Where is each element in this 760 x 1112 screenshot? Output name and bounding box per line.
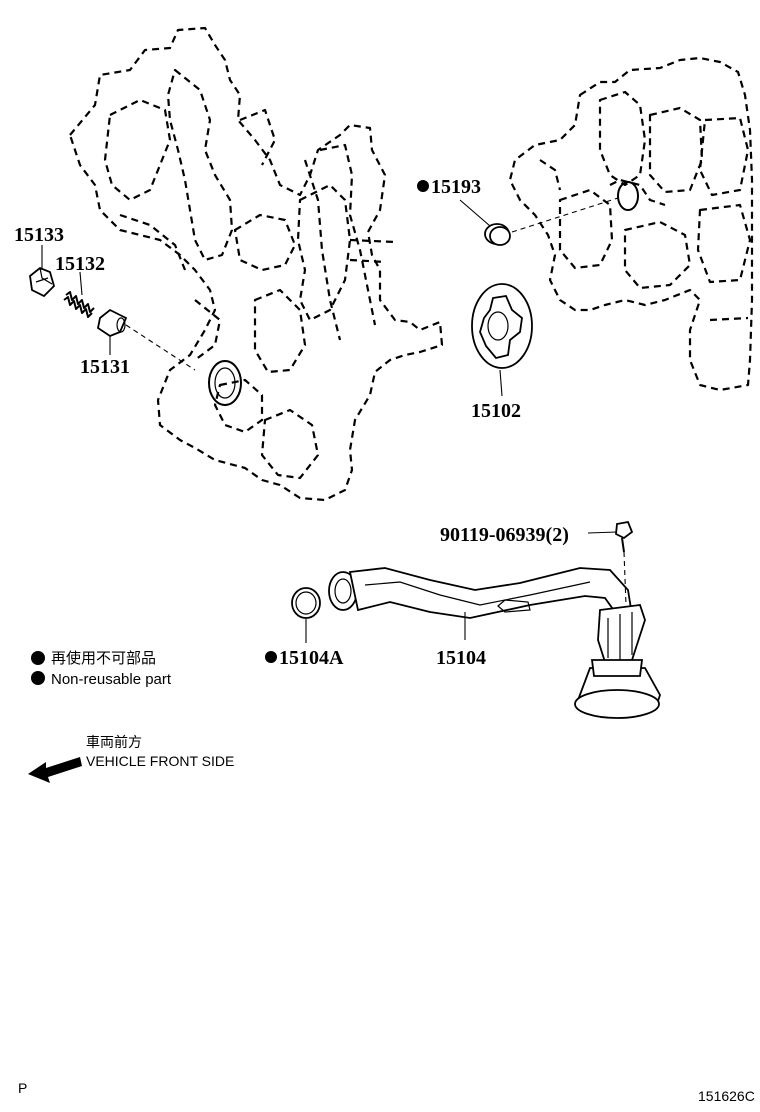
non-reusable-marker-icon [265, 651, 277, 663]
arrow-left-icon [28, 757, 82, 783]
label-90119-06939: 90119-06939(2) [440, 524, 569, 546]
part-15131-valve [96, 308, 128, 338]
label-15104: 15104 [436, 647, 486, 669]
leader-15131-assembly [125, 324, 196, 371]
label-15102: 15102 [471, 400, 521, 422]
part-15102-oil-pump-rotor [471, 283, 533, 369]
legend-jp: 再使用不可部品 [51, 650, 156, 667]
legend-en: Non-reusable part [51, 671, 172, 688]
engine-block-illustration [508, 56, 754, 392]
label-15193: 15193 [431, 176, 481, 198]
direction-en: VEHICLE FRONT SIDE [86, 753, 234, 769]
part-15133-plug [29, 266, 56, 298]
label-15132: 15132 [55, 253, 105, 275]
part-15132-spring [63, 291, 95, 318]
leader-lines [41, 199, 618, 643]
part-15193-oil-seal [484, 223, 511, 246]
part-15104-oil-strainer [328, 567, 661, 719]
label-15104A: 15104A [279, 647, 344, 669]
timing-cover-illustration [68, 26, 444, 502]
label-15133: 15133 [14, 224, 64, 246]
illustration-code: 151626C [698, 1088, 755, 1104]
part-90119-bolt [615, 520, 634, 553]
legend-bullet-icon [31, 651, 45, 665]
footer-letter: P [18, 1080, 27, 1096]
direction-jp: 車両前方 [86, 734, 142, 750]
legend-bullet-icon [31, 671, 45, 685]
non-reusable-marker-icon [417, 180, 429, 192]
leader-15193-assembly [511, 197, 619, 233]
label-15131: 15131 [80, 356, 130, 378]
